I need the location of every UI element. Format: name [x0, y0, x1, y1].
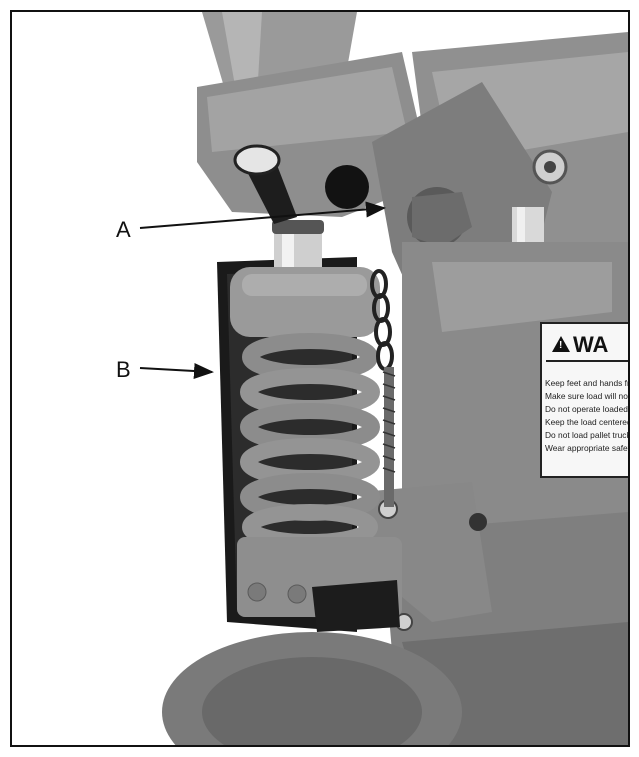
- yoke-top-face: [207, 67, 407, 152]
- hydraulic-pump-photo: [12, 12, 628, 745]
- figure-frame: ! WA Keep feet and hands from Make sure …: [10, 10, 630, 747]
- warning-line-4: Keep the load centered on: [545, 417, 630, 427]
- handle-highlight: [222, 12, 262, 97]
- base-pad: [312, 580, 400, 632]
- yoke-pin: [233, 144, 281, 176]
- warning-line-2: Make sure load will not fal: [545, 391, 630, 401]
- piston-rod-shine: [282, 230, 294, 275]
- warning-line-1: Keep feet and hands from: [545, 378, 630, 388]
- handle-bushing: [325, 165, 369, 209]
- warning-title: WA: [573, 332, 609, 357]
- wheel-hub: [202, 657, 422, 745]
- threaded-rod-threads: [382, 371, 396, 473]
- right-rod-shine: [517, 207, 525, 252]
- warning-header: ! WA: [546, 330, 628, 362]
- threaded-rod: [384, 367, 394, 507]
- spring-base-bolt-left: [247, 582, 267, 602]
- warning-decal: ! WA Keep feet and hands from Make sure …: [540, 322, 630, 478]
- warning-triangle-icon: [552, 336, 570, 352]
- coil-spring: [240, 333, 380, 550]
- warning-line-5: Do not load pallet truck be: [545, 430, 630, 440]
- pump-body-highlight: [432, 262, 612, 332]
- callout-label-b: B: [116, 357, 131, 382]
- warning-line-3: Do not operate loaded p: [545, 404, 630, 414]
- callout-label-a: A: [116, 217, 131, 242]
- spring-cap-highlight: [242, 274, 367, 296]
- warning-exclamation-icon: !: [559, 340, 563, 351]
- warning-line-6: Wear appropriate safety sh: [545, 443, 630, 453]
- cap-screw-socket: [544, 161, 556, 173]
- pivot-bolt-head: [412, 192, 472, 247]
- spring-base-bolt-right: [287, 584, 307, 604]
- bracket-hole: [469, 513, 487, 531]
